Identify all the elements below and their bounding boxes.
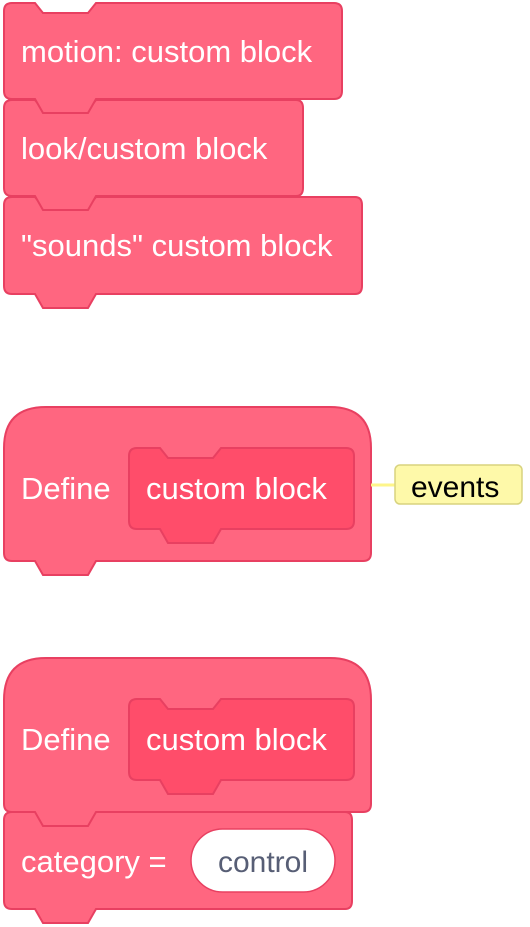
comment-note[interactable]: events xyxy=(394,464,523,505)
motion-block-label: motion: custom block xyxy=(21,34,313,69)
sounds-custom-block[interactable]: "sounds" custom block xyxy=(3,196,363,309)
custom-block-prototype[interactable]: custom block xyxy=(128,447,355,544)
comment-text: events xyxy=(411,471,499,504)
motion-custom-block[interactable]: motion: custom block xyxy=(3,2,343,114)
category-value: control xyxy=(218,846,308,879)
define-label: Define xyxy=(21,471,111,506)
look-custom-block[interactable]: look/custom block xyxy=(3,99,304,211)
look-block-label: look/custom block xyxy=(21,131,268,166)
category-value-field[interactable]: control xyxy=(190,828,336,893)
custom-block-prototype[interactable]: custom block xyxy=(128,698,355,795)
prototype-label: custom block xyxy=(146,722,327,757)
sounds-block-label: "sounds" custom block xyxy=(21,228,333,263)
category-label: category = xyxy=(21,844,167,879)
category-block[interactable]: category = control xyxy=(3,811,353,924)
define-block-category[interactable]: Define custom block xyxy=(3,657,372,827)
define-label: Define xyxy=(21,722,111,757)
define-block-events[interactable]: Define custom block xyxy=(3,406,372,576)
prototype-label: custom block xyxy=(146,471,327,506)
